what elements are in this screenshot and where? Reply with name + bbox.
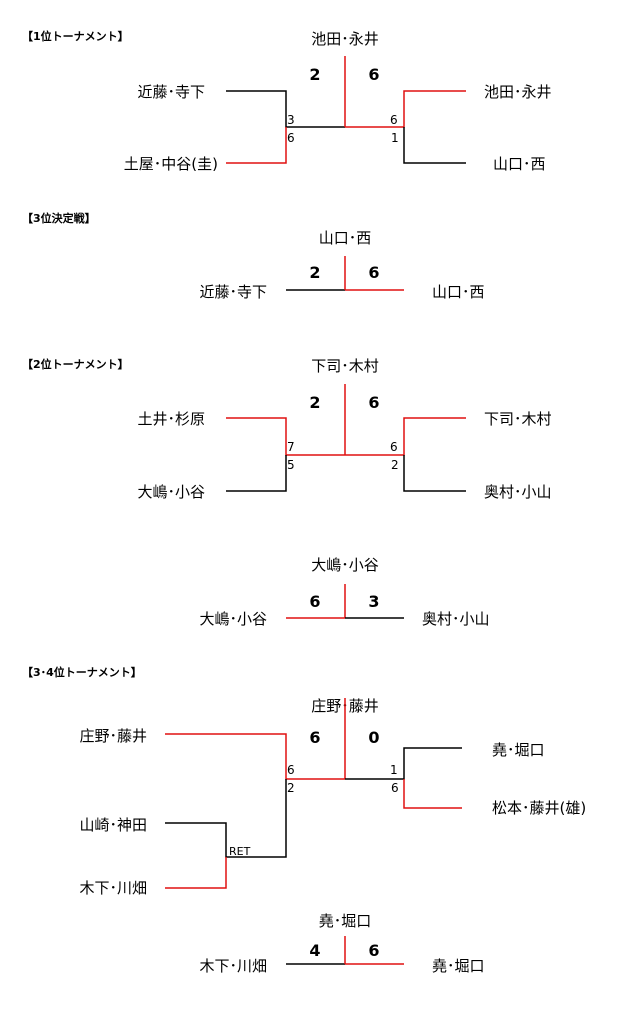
third-place-right-team: 山口･西 — [432, 283, 485, 301]
second-right-top-team: 下司･木村 — [484, 410, 552, 428]
first-right-score-top: 6 — [390, 113, 398, 127]
second-right-score-top: 6 — [390, 440, 398, 454]
third-fourth-right-top-team: 堯･堀口 — [492, 741, 545, 759]
third-fourth-right-score-bottom: 6 — [391, 781, 399, 795]
second-final-score-left: 2 — [309, 393, 320, 412]
third-place-winner: 山口･西 — [319, 229, 372, 247]
first-right-score-bottom: 1 — [391, 131, 399, 145]
third-fourth-left-score-top: 6 — [287, 763, 295, 777]
second-winner: 下司･木村 — [311, 357, 379, 375]
second-left-top-team: 土井･杉原 — [137, 410, 205, 428]
first-left-score-top: 3 — [287, 113, 295, 127]
third-fourth-left-score-bottom: 2 — [287, 781, 295, 795]
third-place-left-team: 近藤･寺下 — [199, 283, 267, 301]
first-bracket-lines — [226, 56, 466, 164]
final-score-right: 6 — [368, 941, 379, 960]
first-final-score-right: 6 — [368, 65, 379, 84]
third-fourth-final-score-right: 0 — [368, 728, 379, 747]
first-right-bottom-team: 山口･西 — [493, 155, 546, 173]
section-title-third-place: 【3位決定戦】 — [22, 211, 96, 225]
second-right-bottom-team: 奥村･小山 — [484, 483, 552, 501]
section-title-third-fourth: 【3･4位トーナメント】 — [22, 665, 142, 679]
third-fourth-final-score-left: 6 — [309, 728, 320, 747]
second-place-score-left: 6 — [309, 592, 320, 611]
third-fourth-bracket-lines — [165, 698, 462, 889]
final-score-left: 4 — [309, 941, 320, 960]
final-left-team: 木下･川畑 — [199, 957, 267, 975]
first-final-score-left: 2 — [309, 65, 320, 84]
final-lines — [286, 936, 404, 965]
final-winner: 堯･堀口 — [319, 912, 372, 930]
third-fourth-left-top-team: 庄野･藤井 — [79, 727, 147, 745]
first-left-score-bottom: 6 — [287, 131, 295, 145]
final-right-team: 堯･堀口 — [432, 957, 485, 975]
second-left-bottom-team: 大嶋･小谷 — [137, 483, 205, 501]
third-fourth-left-mid-team: 山崎･神田 — [79, 816, 147, 834]
ret-label: RET — [229, 845, 251, 858]
third-fourth-right-score-top: 1 — [390, 763, 398, 777]
first-left-top-team: 近藤･寺下 — [137, 83, 205, 101]
second-left-score-top: 7 — [287, 440, 295, 454]
first-right-top-team: 池田･永井 — [484, 83, 552, 101]
second-left-score-bottom: 5 — [287, 458, 295, 472]
section-title-second: 【2位トーナメント】 — [22, 357, 129, 371]
third-fourth-left-bottom-team: 木下･川畑 — [79, 879, 147, 897]
second-place-right-team: 奥村･小山 — [422, 610, 490, 628]
first-left-bottom-team: 土屋･中谷(圭) — [124, 155, 218, 173]
second-final-score-right: 6 — [368, 393, 379, 412]
second-place-score-right: 3 — [368, 592, 379, 611]
second-place-winner: 大嶋･小谷 — [311, 556, 379, 574]
second-bracket-lines — [226, 384, 466, 492]
second-place-left-team: 大嶋･小谷 — [199, 610, 267, 628]
third-place-score-left: 2 — [309, 263, 320, 282]
third-place-lines — [286, 256, 404, 291]
third-place-score-right: 6 — [368, 263, 379, 282]
second-right-score-bottom: 2 — [391, 458, 399, 472]
third-fourth-right-bottom-team: 松本･藤井(雄) — [492, 799, 586, 817]
second-place-lines — [286, 584, 404, 619]
section-title-first: 【1位トーナメント】 — [22, 29, 129, 43]
first-winner: 池田･永井 — [311, 30, 379, 48]
